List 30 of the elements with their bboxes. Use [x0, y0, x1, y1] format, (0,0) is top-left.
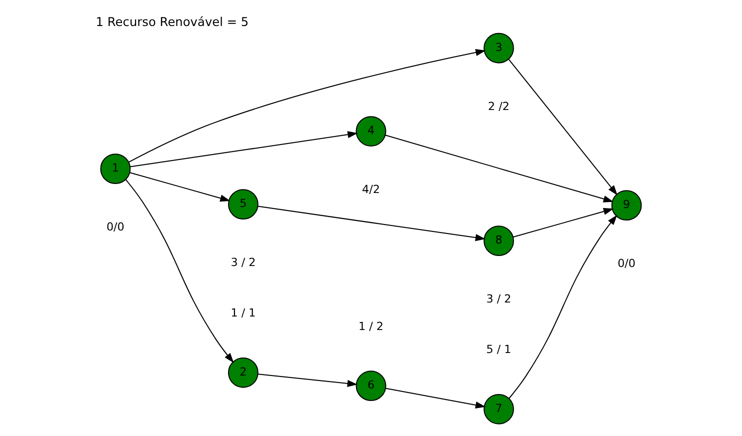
arrow	[508, 59, 618, 196]
arrow	[258, 206, 486, 242]
node-label: 3 / 2	[486, 292, 512, 306]
arrow	[130, 172, 230, 202]
arrow	[258, 374, 358, 387]
node-label: 2 /2	[488, 100, 510, 113]
node-circle: 8	[484, 226, 514, 256]
node-label: 0/0	[618, 256, 636, 270]
node-circle: 9	[611, 190, 642, 221]
arrow	[125, 179, 234, 364]
node-circle: 4	[356, 116, 386, 146]
node-circle: 3	[484, 32, 514, 64]
node-label: 5 / 1	[486, 343, 512, 356]
arrow	[508, 214, 618, 399]
arrow	[386, 388, 486, 409]
arrow	[513, 208, 614, 238]
arrow	[128, 48, 486, 163]
node-circle: 7	[484, 394, 514, 424]
node-label: 3 / 2	[230, 256, 256, 269]
diagram-title: 1 Recurso Renovável = 5	[96, 14, 249, 29]
node-label: 1 / 1	[230, 306, 256, 320]
node-label: 4/2	[362, 182, 380, 196]
node-circle: 2	[228, 357, 258, 388]
arrow	[385, 134, 614, 202]
node-circle: 6	[356, 370, 386, 402]
node-circle: 1	[100, 154, 131, 184]
arrow	[130, 131, 358, 168]
node-label: 1 / 2	[358, 320, 384, 333]
node-label: 0/0	[106, 220, 124, 234]
node-circle: 5	[228, 189, 258, 220]
